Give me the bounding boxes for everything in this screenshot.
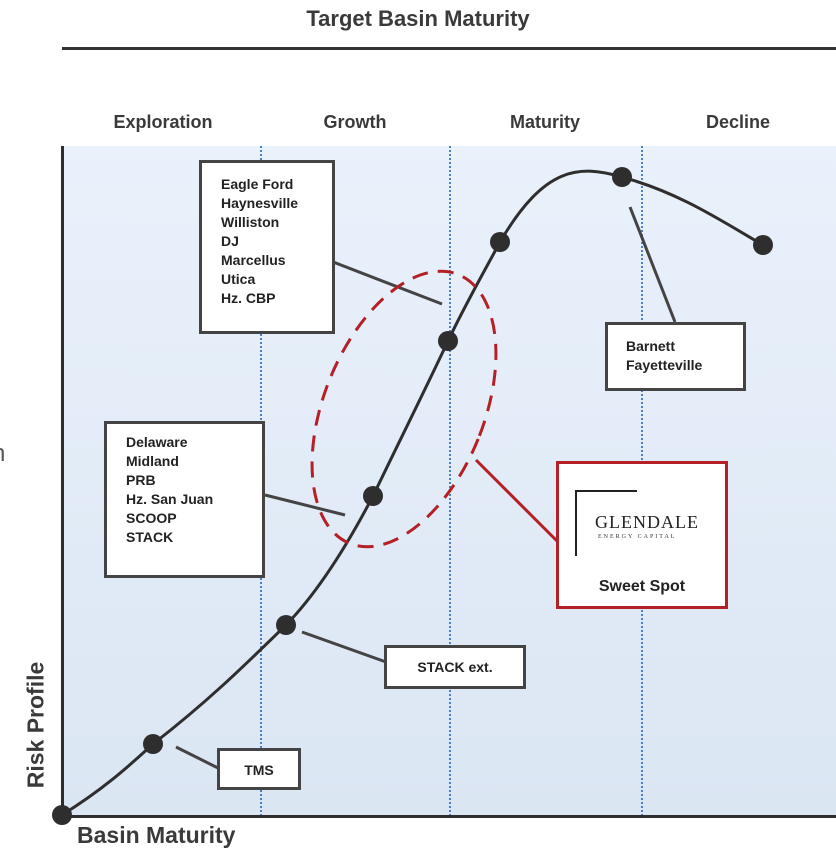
x-axis-label: Basin Maturity bbox=[77, 822, 236, 848]
callout-stack-ext: STACK ext. bbox=[384, 645, 526, 689]
basin-label: PRB bbox=[126, 472, 156, 488]
basin-label: TMS bbox=[244, 762, 274, 778]
callout-delaware-group: Delaware Midland PRB Hz. San Juan SCOOP … bbox=[104, 421, 265, 578]
basin-label: SCOOP bbox=[126, 510, 177, 526]
curve-node bbox=[612, 167, 632, 187]
basin-label: Fayetteville bbox=[626, 357, 703, 373]
basin-label: Marcellus bbox=[221, 252, 286, 268]
chart-title: Target Basin Maturity bbox=[306, 6, 530, 31]
basin-label: Williston bbox=[221, 214, 280, 230]
curve-node bbox=[52, 805, 72, 825]
leader-line-delaware bbox=[264, 493, 346, 517]
basin-label: DJ bbox=[221, 233, 239, 249]
y-axis-label: Risk Profile bbox=[22, 661, 49, 789]
basin-label: Delaware bbox=[126, 434, 188, 450]
basin-label: STACK ext. bbox=[417, 659, 493, 675]
basin-label: Hz. San Juan bbox=[126, 491, 214, 507]
phase-growth: Growth bbox=[323, 112, 387, 132]
curve-node bbox=[490, 232, 510, 252]
phase-divider-2 bbox=[449, 146, 451, 816]
basin-label: STACK bbox=[126, 529, 174, 545]
sweet-spot-leader-line bbox=[474, 458, 559, 543]
curve-node bbox=[143, 734, 163, 754]
logo-frame-top bbox=[575, 490, 637, 492]
phase-decline: Decline bbox=[705, 112, 771, 132]
callout-eagle-ford-group: Eagle Ford Haynesville Williston DJ Marc… bbox=[199, 160, 335, 334]
curve-node bbox=[276, 615, 296, 635]
leader-line-stack-ext bbox=[301, 630, 387, 664]
phase-exploration: Exploration bbox=[113, 112, 213, 132]
title-underline bbox=[62, 47, 836, 50]
curve-node bbox=[753, 235, 773, 255]
basin-label: Barnett bbox=[626, 338, 676, 354]
curve-node bbox=[438, 331, 458, 351]
leader-line-barnett bbox=[628, 206, 677, 323]
maturity-curve bbox=[61, 169, 764, 817]
callout-barnett-group: Barnett Fayetteville bbox=[605, 322, 746, 391]
basin-label: Midland bbox=[126, 453, 179, 469]
glendale-logo: GLENDALE ENERGY CAPITAL bbox=[575, 490, 715, 558]
x-axis-line bbox=[61, 815, 836, 818]
phase-maturity: Maturity bbox=[509, 112, 580, 132]
callout-tms: TMS bbox=[217, 748, 301, 790]
y-axis-line bbox=[61, 146, 64, 819]
basin-label: Utica bbox=[221, 271, 256, 287]
basin-label: Haynesville bbox=[221, 195, 299, 211]
logo-name: GLENDALE bbox=[595, 512, 699, 532]
leader-line-eagle-ford bbox=[314, 253, 443, 306]
basin-label: Eagle Ford bbox=[221, 176, 294, 192]
curve-node bbox=[363, 486, 383, 506]
leader-line-tms bbox=[175, 745, 219, 770]
sweet-spot-ellipse bbox=[310, 269, 498, 549]
sweet-spot-label: Sweet Spot bbox=[598, 578, 686, 595]
logo-subtitle: ENERGY CAPITAL bbox=[598, 534, 677, 540]
sweet-spot-box: GLENDALE ENERGY CAPITAL Sweet Spot bbox=[556, 461, 728, 609]
basin-label: Hz. CBP bbox=[221, 290, 276, 306]
logo-frame-left bbox=[575, 490, 577, 556]
clipped-edge-text: n bbox=[0, 440, 16, 470]
